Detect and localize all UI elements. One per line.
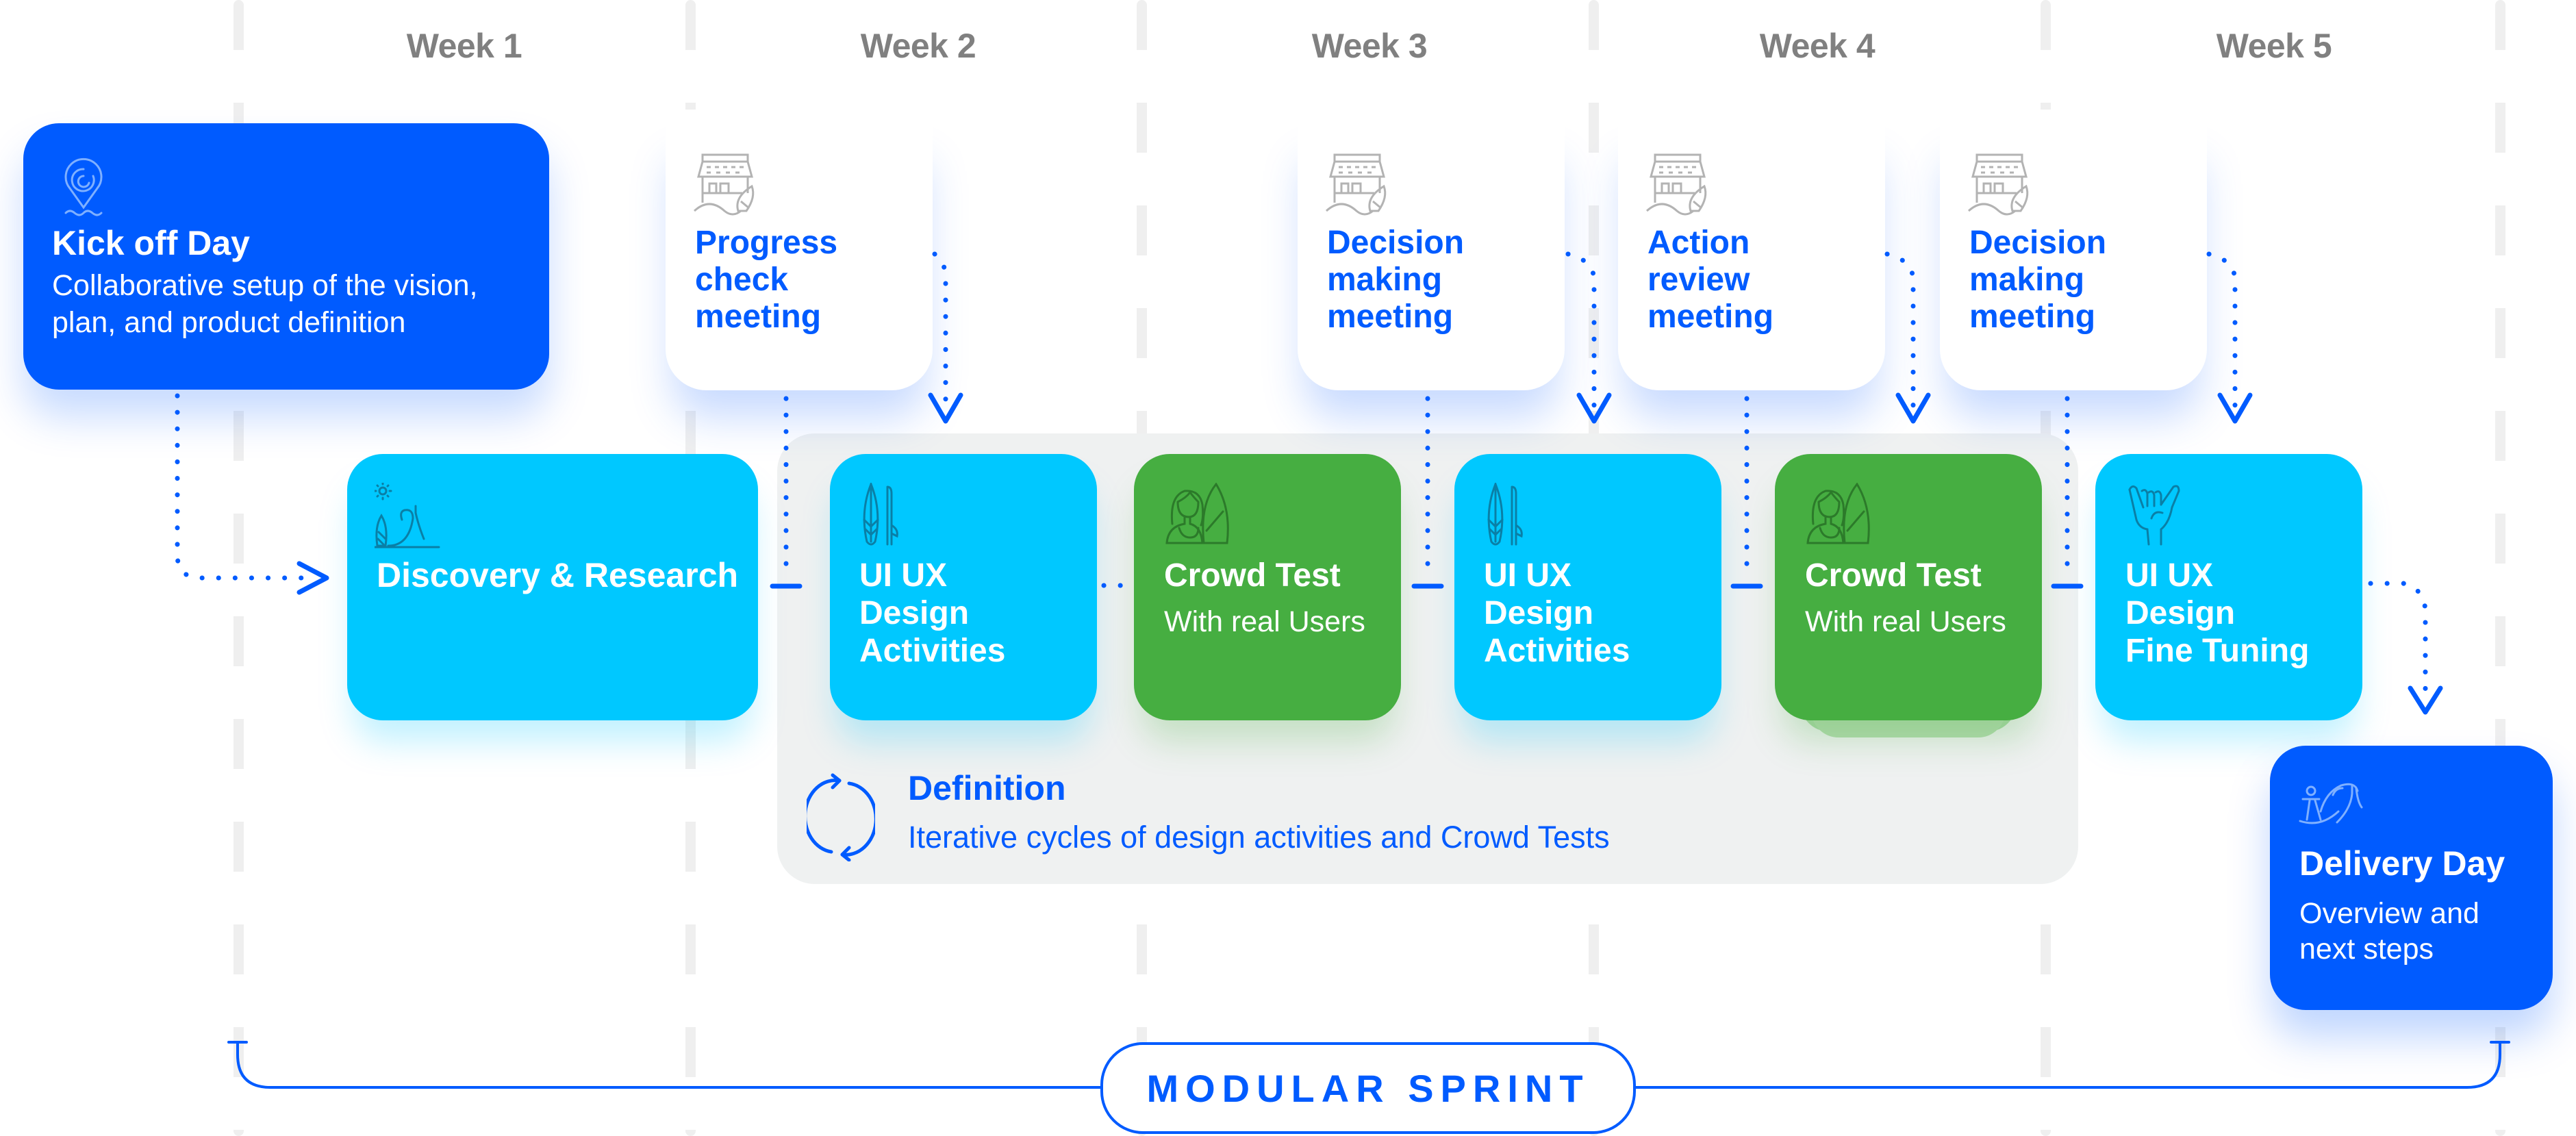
- sprint-bracket: [1634, 1041, 2510, 1089]
- connector-finetuning-to-delivery: [2368, 581, 2428, 705]
- location-pin-wave-icon: [64, 157, 103, 216]
- week-label-5: Week 5: [2216, 27, 2332, 65]
- activity-card-crowd-test-2[interactable]: Crowd Test With real Users: [1775, 454, 2042, 720]
- activity-card-ui-ux-fine-tuning[interactable]: UI UX Design Fine Tuning: [2095, 454, 2362, 720]
- surfer-wave-icon: [2299, 783, 2363, 824]
- beach-hut-icon: [693, 153, 755, 216]
- activity-title-line1: UI UX: [859, 557, 948, 594]
- kickoff-card[interactable]: Kick off Day Collaborative setup of the …: [23, 123, 549, 390]
- meeting-title-line1: Decision: [1969, 225, 2107, 261]
- surfboards-icon: [863, 483, 898, 546]
- week-label-4: Week 4: [1759, 27, 1876, 65]
- activity-title-line3: Activities: [859, 633, 1006, 669]
- kickoff-description-line2: plan, and product definition: [52, 306, 406, 339]
- delivery-title: Delivery Day: [2299, 844, 2505, 883]
- meeting-title-line3: meeting: [1969, 299, 2096, 335]
- meeting-title-line3: meeting: [1647, 299, 1774, 335]
- surfer-woman-icon: [1806, 483, 1870, 544]
- activity-title-line2: Design: [859, 595, 970, 631]
- crowd-test-subtitle: With real Users: [1805, 605, 2006, 638]
- surf-wave-sun-icon: [375, 483, 440, 548]
- meeting-title-line2: review: [1647, 262, 1750, 298]
- arrowhead-delivery: [2408, 685, 2443, 715]
- meeting-card-decision-making-1[interactable]: Decision making meeting: [1298, 110, 1565, 390]
- kickoff-description-line1: Collaborative setup of the vision,: [52, 269, 478, 302]
- beach-hut-icon: [1967, 153, 2029, 216]
- meeting-title-line1: Progress: [695, 225, 838, 261]
- connector-decision2-arrow: [2206, 251, 2238, 414]
- meeting-title-line1: Decision: [1327, 225, 1465, 261]
- cycle-arrows-icon: [807, 773, 875, 861]
- meeting-title-line2: making: [1327, 262, 1443, 298]
- kickoff-title: Kick off Day: [52, 224, 250, 262]
- arrowhead-progress: [928, 392, 963, 424]
- beach-hut-icon: [1645, 153, 1707, 216]
- meeting-card-progress-check[interactable]: Progress check meeting: [666, 110, 933, 390]
- activity-title-line1: UI UX: [1484, 557, 1572, 594]
- connector-progress-arrow: [932, 251, 948, 414]
- activity-card-ui-ux-design-2[interactable]: UI UX Design Activities: [1454, 454, 1721, 720]
- activity-title-line2: Design: [2125, 595, 2236, 631]
- modular-sprint-text: MODULAR SPRINT: [1146, 1066, 1590, 1110]
- crowd-test-title: Crowd Test: [1164, 557, 1341, 594]
- definition-subtitle: Iterative cycles of design activities an…: [908, 820, 1610, 855]
- meeting-title-line3: meeting: [695, 299, 822, 335]
- arrowhead-decision2: [2217, 392, 2253, 424]
- delivery-description-line1: Overview and: [2299, 897, 2479, 930]
- delivery-description-line2: next steps: [2299, 933, 2434, 965]
- activity-card-crowd-test-1[interactable]: Crowd Test With real Users: [1134, 454, 1401, 720]
- week-label-3: Week 3: [1311, 27, 1428, 65]
- meeting-title-line2: check: [695, 262, 789, 298]
- activity-title-line3: Fine Tuning: [2125, 633, 2310, 669]
- activity-card-discovery-research[interactable]: Discovery & Research: [347, 454, 758, 720]
- meeting-title-line3: meeting: [1327, 299, 1454, 335]
- activity-title: Discovery & Research: [377, 556, 739, 594]
- surfer-woman-icon: [1165, 483, 1229, 544]
- crowd-test-subtitle: With real Users: [1164, 605, 1365, 638]
- arrowhead-kickoff: [296, 561, 329, 595]
- crowd-test-title: Crowd Test: [1805, 557, 1982, 594]
- connector-kickoff-to-discovery: [175, 393, 318, 581]
- activity-title-line3: Activities: [1484, 633, 1630, 669]
- week-label-1: Week 1: [406, 27, 522, 65]
- meeting-title-line2: making: [1969, 262, 2085, 298]
- beach-hut-icon: [1325, 153, 1387, 216]
- arrowhead-action: [1895, 392, 1931, 424]
- meeting-card-decision-making-2[interactable]: Decision making meeting: [1940, 110, 2207, 390]
- activity-title-line2: Design: [1484, 595, 1594, 631]
- sprint-bracket: [227, 1041, 1102, 1089]
- meeting-title-line1: Action: [1647, 225, 1750, 261]
- surfboards-icon: [1487, 483, 1523, 546]
- shaka-hand-icon: [2128, 485, 2180, 546]
- delivery-card[interactable]: Delivery Day Overview and next steps: [2270, 746, 2553, 1010]
- modular-sprint-label: MODULAR SPRINT: [1100, 1042, 1636, 1134]
- week-label-2: Week 2: [860, 27, 976, 65]
- activity-title-line1: UI UX: [2125, 557, 2214, 594]
- definition-title: Definition: [908, 769, 1066, 807]
- activity-card-ui-ux-design-1[interactable]: UI UX Design Activities: [830, 454, 1097, 720]
- connector-action-arrow: [1884, 251, 1916, 414]
- meeting-card-action-review[interactable]: Action review meeting: [1618, 110, 1885, 390]
